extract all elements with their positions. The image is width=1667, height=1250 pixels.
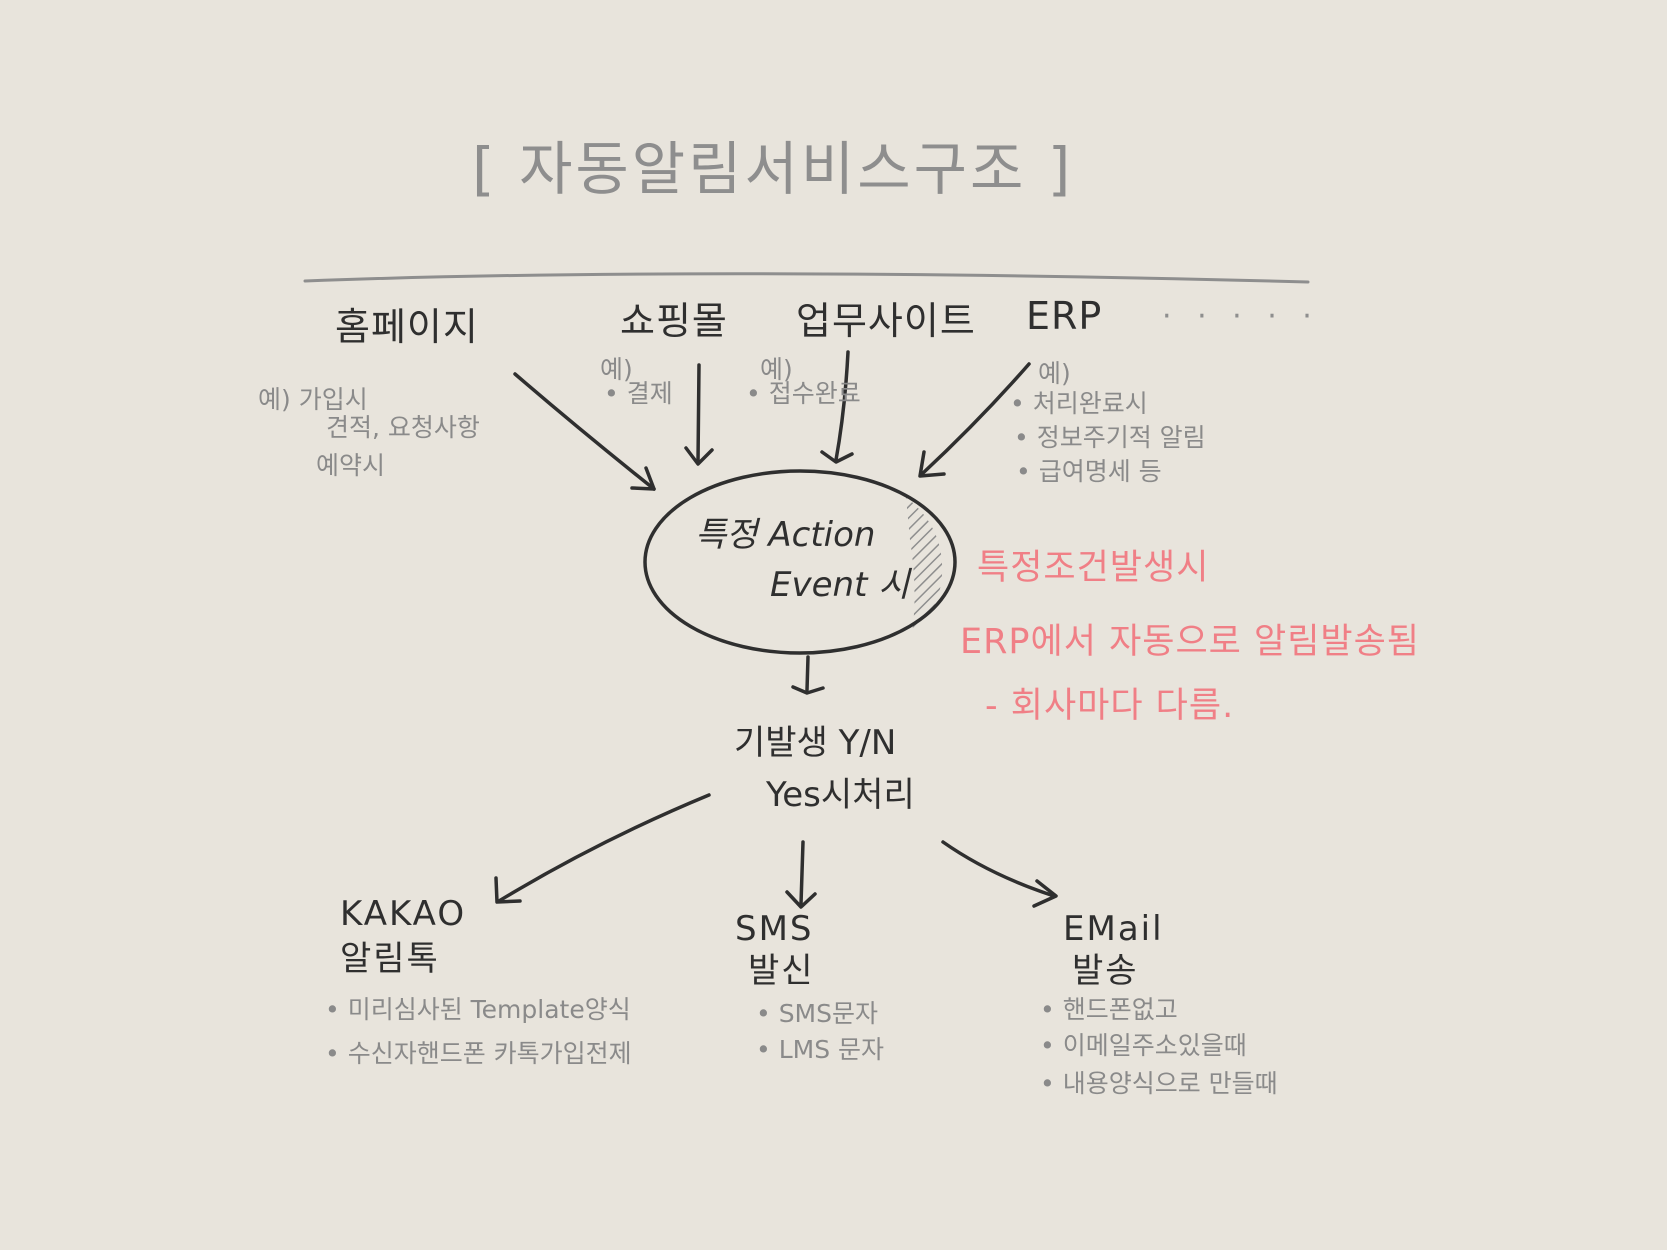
red-note-line-3: - 회사마다 다름. xyxy=(985,686,1235,726)
source-homepage-label: 홈페이지 xyxy=(335,305,479,349)
sms-note-2: • LMS 문자 xyxy=(756,1035,885,1064)
business-note-1: 예) xyxy=(760,355,793,384)
event-line-1: 특정 Action xyxy=(695,515,876,555)
kakao-line-2: 알림톡 xyxy=(340,939,440,979)
decision-line-1: 기발생 Y/N xyxy=(734,723,897,763)
event-ellipse xyxy=(643,469,957,655)
source-erp-label: ERP xyxy=(1026,294,1103,338)
erp-note-3: • 정보주기적 알림 xyxy=(1014,423,1206,452)
erp-note-2: • 처리완료시 xyxy=(1010,389,1148,418)
arrow-shop-to-event xyxy=(684,363,714,466)
homepage-note-3: 예약시 xyxy=(316,451,386,480)
shop-note-1: 예) xyxy=(600,355,633,384)
title-separator-line xyxy=(303,272,1310,284)
homepage-note-2: 견적, 요청사항 xyxy=(326,413,480,442)
email-note-2: • 이메일주소있을때 xyxy=(1040,1031,1247,1060)
diagram-title: [ 자동알림서비스구조 ] xyxy=(472,135,1074,203)
shop-note-2: • 결제 xyxy=(604,379,673,408)
sms-line-1: SMS xyxy=(735,909,814,949)
event-line-2: Event 시 xyxy=(770,565,910,605)
homepage-note-1: 예) 가입시 xyxy=(258,385,368,414)
email-line-1: EMail xyxy=(1063,909,1164,949)
red-note-line-1: 특정조건발생시 xyxy=(977,548,1210,588)
erp-note-1: 예) xyxy=(1038,359,1071,388)
arrow-decision-to-sms xyxy=(785,840,817,909)
arrow-homepage-to-event xyxy=(513,372,656,491)
decision-line-2: Yes시처리 xyxy=(766,775,915,815)
email-note-3: • 내용양식으로 만들때 xyxy=(1040,1069,1278,1098)
source-more-dots: · · · · · xyxy=(1162,299,1320,334)
arrow-business-to-event xyxy=(820,350,854,464)
kakao-note-1: • 미리심사된 Template양식 xyxy=(325,995,631,1024)
arrow-decision-to-email xyxy=(941,840,1058,908)
source-shop-label: 쇼핑몰 xyxy=(620,299,728,343)
source-business-label: 업무사이트 xyxy=(796,299,976,343)
arrow-erp-to-event xyxy=(918,362,1031,478)
event-ellipse-shading xyxy=(906,497,943,634)
arrow-event-to-decision xyxy=(791,655,825,695)
arrow-decision-to-kakao xyxy=(494,793,711,904)
kakao-line-1: KAKAO xyxy=(340,894,467,934)
business-note-2: • 접수완료 xyxy=(746,379,861,408)
sms-line-2: 발신 xyxy=(748,951,815,991)
email-note-1: • 핸드폰없고 xyxy=(1040,995,1178,1024)
erp-note-4: • 급여명세 등 xyxy=(1016,457,1162,486)
sms-note-1: • SMS문자 xyxy=(756,999,879,1028)
red-note-line-2: ERP에서 자동으로 알림발송됨 xyxy=(960,622,1420,662)
kakao-note-2: • 수신자핸드폰 카톡가입전제 xyxy=(325,1039,632,1068)
email-line-2: 발송 xyxy=(1072,951,1139,991)
